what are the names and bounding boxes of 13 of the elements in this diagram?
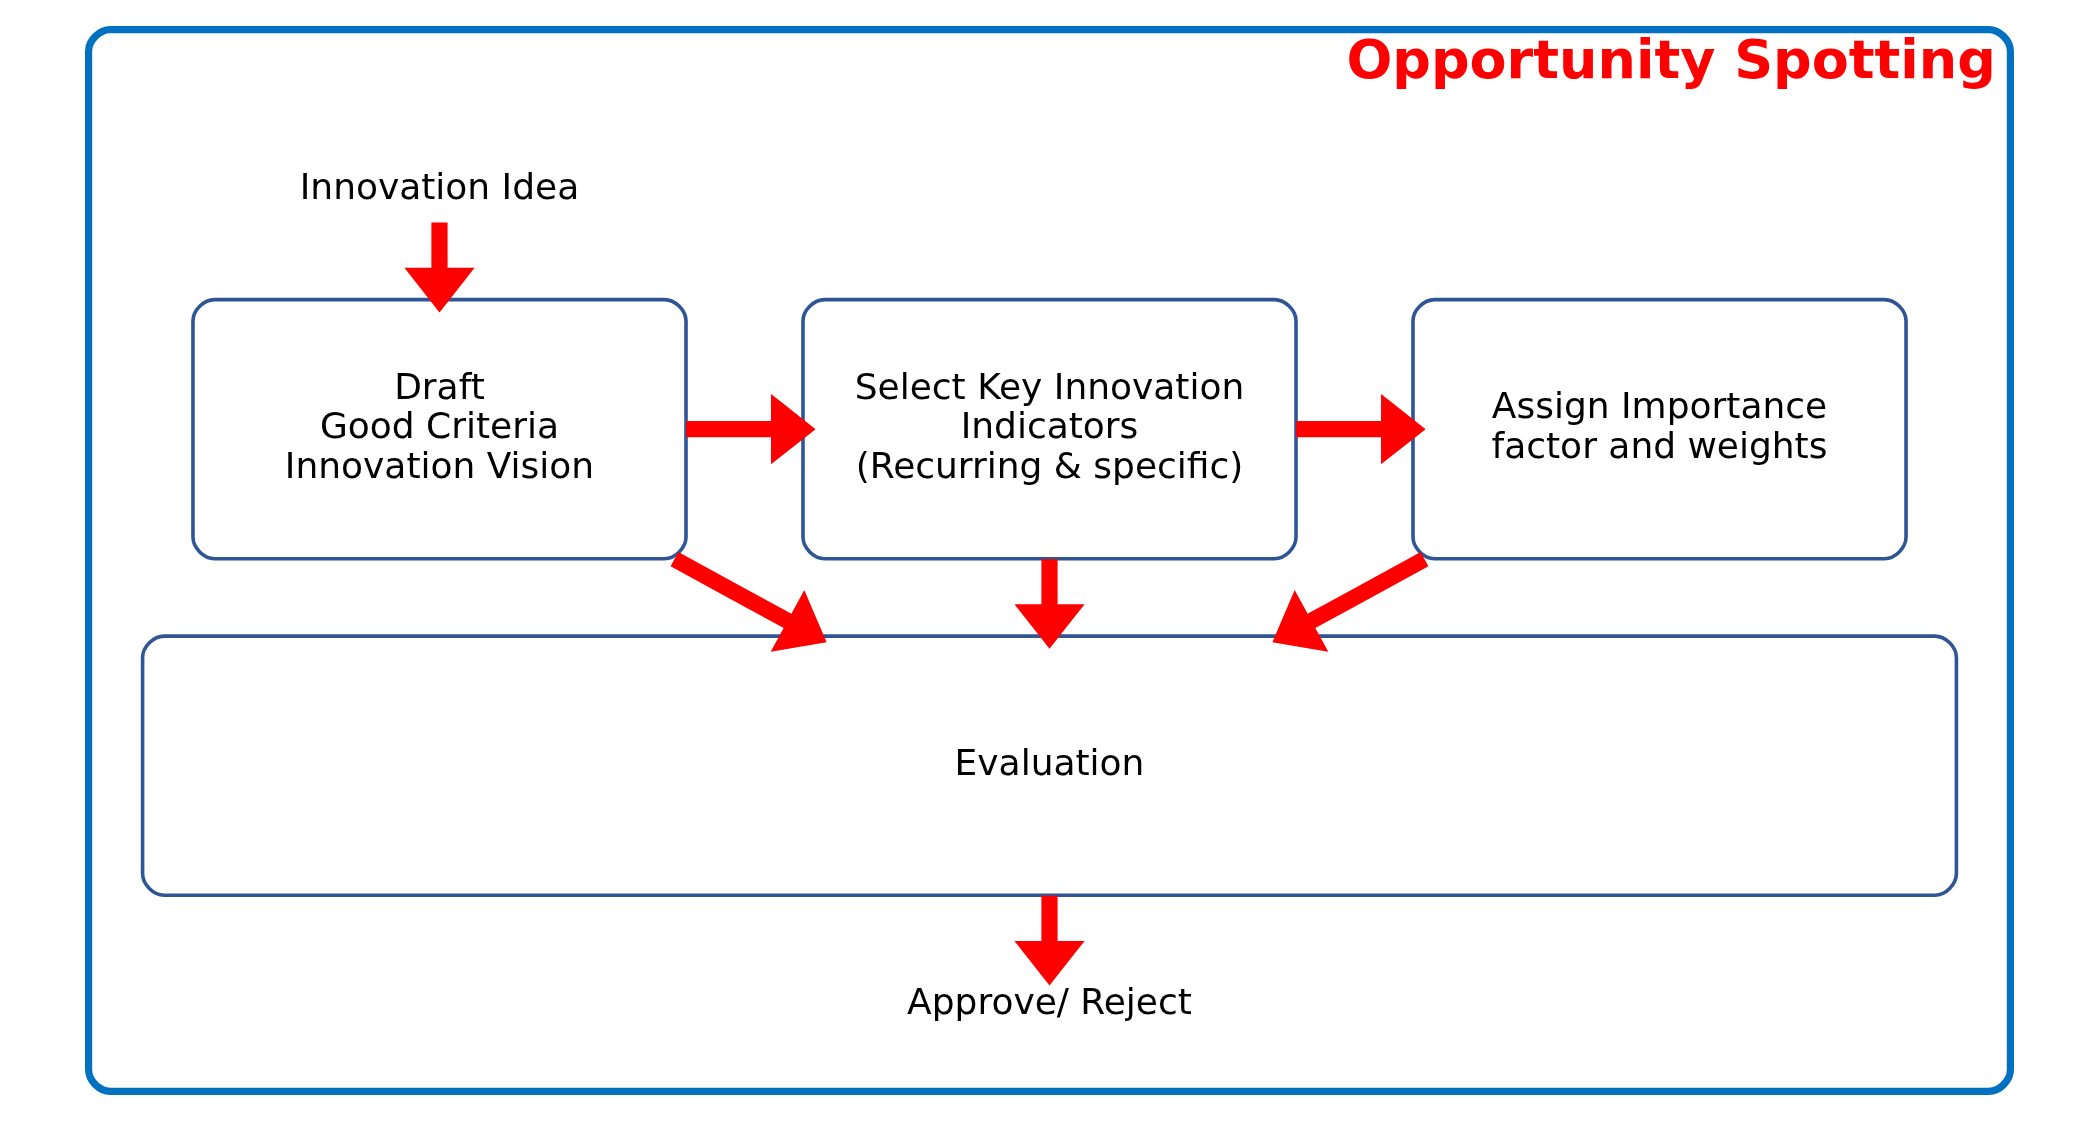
arrow xyxy=(670,552,827,652)
node-text: Approve/ Reject xyxy=(907,980,1192,1022)
node-box: Select Key Innovation Indicators (Recurring & specific) xyxy=(801,297,1298,561)
arrow xyxy=(1014,895,1085,986)
arrow xyxy=(1014,559,1085,649)
arrow xyxy=(404,222,475,313)
arrow xyxy=(1272,552,1429,652)
node-box: Draft Good Criteria Innovation Vision xyxy=(191,297,688,561)
arrow xyxy=(686,394,816,465)
node-box: Assign Importance factor and weights xyxy=(1411,297,1908,561)
arrow xyxy=(1296,394,1426,465)
node-box: Evaluation xyxy=(140,634,1959,897)
node-text: Innovation Idea xyxy=(299,165,580,207)
